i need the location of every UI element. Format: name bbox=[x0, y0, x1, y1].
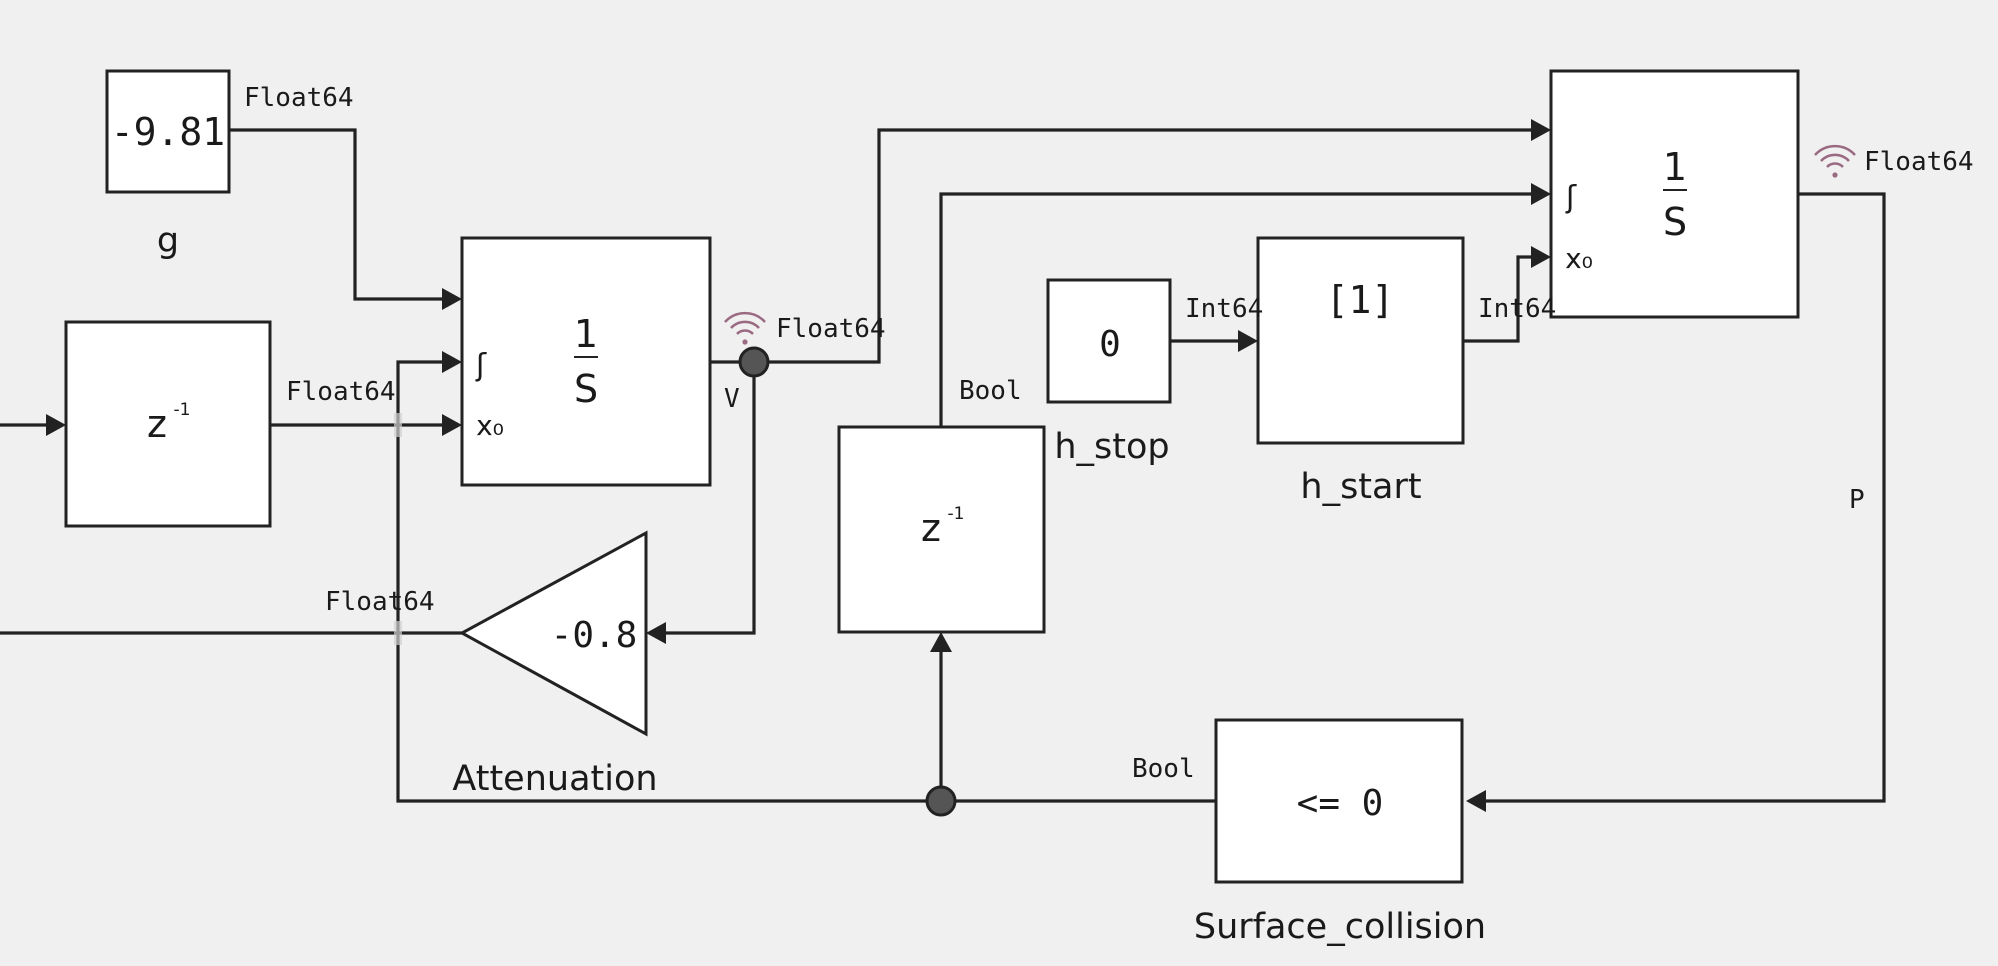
block-g-value: -9.81 bbox=[111, 110, 225, 154]
integrator-p-x0: x₀ bbox=[1565, 242, 1593, 275]
wire-delay-mid-to-integrator-p-reset[interactable] bbox=[939, 192, 1541, 427]
label-collision-type: Bool bbox=[1132, 754, 1195, 784]
h-stop-name: h_stop bbox=[1054, 427, 1169, 467]
h-start-name: h_start bbox=[1300, 467, 1421, 507]
integrator-v-num: 1 bbox=[574, 312, 598, 356]
block-integrator-v[interactable]: 1 S ʃ x₀ bbox=[460, 236, 712, 487]
integrator-v-x0: x₀ bbox=[476, 409, 504, 442]
wire-p-to-collision[interactable] bbox=[1482, 192, 1886, 803]
surface-collision-value: <= 0 bbox=[1297, 783, 1384, 824]
wifi-signal-icon bbox=[1814, 144, 1856, 178]
wire-collision-to-integrator-v-reset[interactable] bbox=[396, 360, 1216, 803]
wire-v-to-attenuation[interactable] bbox=[660, 362, 756, 635]
label-p-type: Float64 bbox=[1864, 147, 1974, 177]
block-g-name: g bbox=[157, 221, 179, 261]
wifi-signal-icon bbox=[724, 311, 766, 345]
delay-left-exp: -1 bbox=[174, 400, 191, 420]
label-h-start-type: Int64 bbox=[1478, 294, 1556, 324]
delay-mid-exp: -1 bbox=[948, 504, 965, 524]
junction-v bbox=[738, 346, 770, 378]
block-h-stop[interactable]: 0 h_stop bbox=[1046, 278, 1172, 467]
integrator-v-den: S bbox=[574, 367, 598, 411]
integrator-p-den: S bbox=[1663, 200, 1687, 244]
wires bbox=[0, 119, 1886, 817]
wire-v-to-integrator-p[interactable] bbox=[710, 128, 1541, 364]
block-integrator-p[interactable]: 1 S ʃ x₀ bbox=[1549, 69, 1800, 319]
attenuation-name: Attenuation bbox=[452, 759, 657, 799]
label-v: V bbox=[724, 384, 740, 414]
attenuation-value: -0.8 bbox=[551, 615, 638, 656]
integrator-p-reset-icon: ʃ bbox=[1565, 180, 1577, 215]
integrator-p-num: 1 bbox=[1663, 145, 1687, 189]
integrator-v-reset-icon: ʃ bbox=[475, 348, 487, 383]
label-h-stop-type: Int64 bbox=[1185, 294, 1263, 324]
label-delay-type: Float64 bbox=[286, 377, 396, 407]
label-v-type: Float64 bbox=[776, 314, 886, 344]
h-stop-value: 0 bbox=[1099, 324, 1121, 365]
block-h-start[interactable]: [1] h_start bbox=[1256, 236, 1465, 507]
surface-collision-name: Surface_collision bbox=[1194, 907, 1486, 947]
block-attenuation[interactable]: -0.8 Attenuation bbox=[452, 530, 658, 799]
delay-left-z: z bbox=[147, 402, 167, 446]
label-g-type: Float64 bbox=[244, 83, 354, 113]
label-p: P bbox=[1849, 485, 1865, 515]
h-start-value: [1] bbox=[1326, 278, 1395, 322]
block-delay-mid[interactable]: z -1 bbox=[837, 425, 1046, 634]
junction-collision bbox=[925, 785, 957, 817]
label-delay-mid-type: Bool bbox=[959, 376, 1022, 406]
block-surface-collision[interactable]: <= 0 Surface_collision bbox=[1194, 718, 1486, 947]
wire-g-to-integrator-v[interactable] bbox=[229, 128, 452, 301]
block-g[interactable]: -9.81 g bbox=[105, 69, 231, 261]
label-atten-type: Float64 bbox=[325, 587, 435, 617]
block-delay-left[interactable]: z -1 bbox=[64, 320, 272, 528]
delay-mid-z: z bbox=[921, 506, 941, 550]
